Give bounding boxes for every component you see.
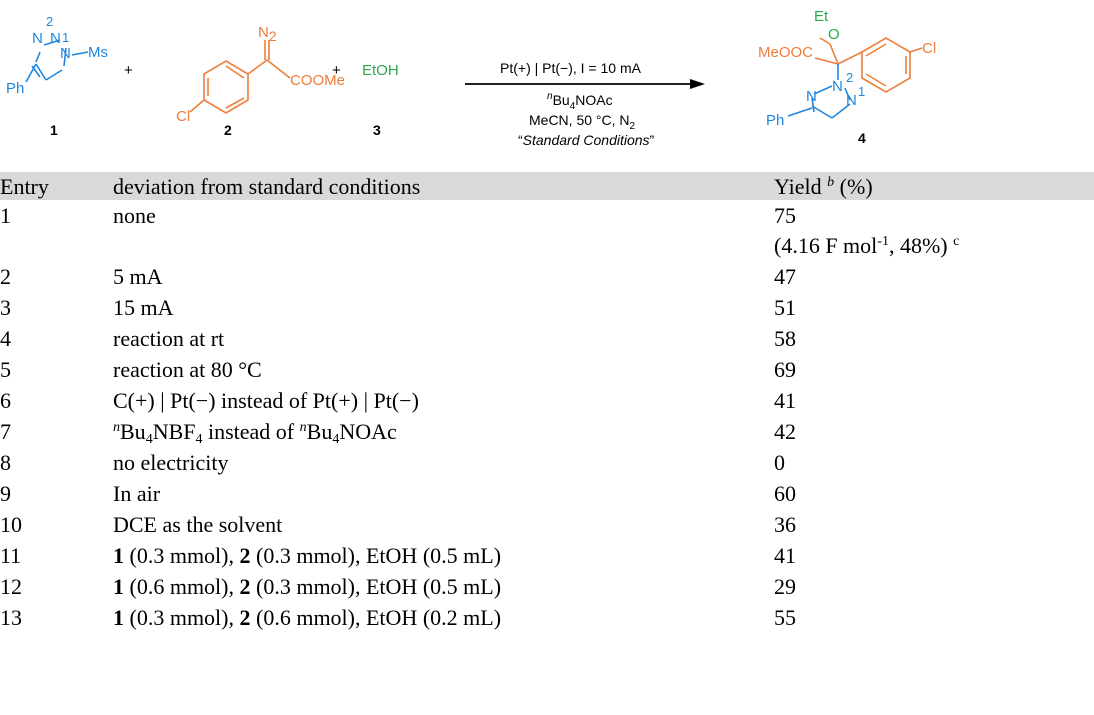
row-yield: 29: [774, 574, 796, 599]
triazole-n1-position: 1: [62, 30, 70, 45]
row-entry: 5: [0, 357, 11, 382]
diazo-n2-label: N2: [258, 24, 277, 44]
conditions-standard-label: “Standard Conditions”: [518, 132, 655, 148]
header-yield: Yield b (%): [774, 174, 873, 199]
row-yield: 58: [774, 326, 796, 351]
header-entry: Entry: [0, 174, 49, 199]
product-chloro: Cl: [922, 40, 937, 57]
row-deviation: 15 mA: [113, 295, 174, 320]
row-entry: 13: [0, 605, 22, 630]
table-row: 4 reaction at rt 58: [0, 326, 1094, 357]
compound-number-4: 4: [858, 130, 866, 146]
reaction-arrow: [465, 79, 705, 89]
table-row: (4.16 F mol-1, 48%) c: [0, 233, 1094, 264]
row-deviation: 5 mA: [113, 264, 163, 289]
table-row: 8 no electricity 0: [0, 450, 1094, 481]
row-yield: 60: [774, 481, 796, 506]
row-deviation: reaction at rt: [113, 326, 225, 351]
row-deviation: no electricity: [113, 450, 229, 475]
row-deviation: none: [113, 203, 156, 228]
table-row: 13 1 (0.3 mmol), 2 (0.6 mmol), EtOH (0.2…: [0, 605, 1094, 636]
product-n2-position: 2: [846, 70, 854, 85]
row-yield: 42: [774, 419, 796, 444]
conditions-electrodes: Pt(+) | Pt(−), I = 10 mA: [500, 60, 641, 76]
plus-sign-2: +: [332, 62, 341, 79]
row-entry: 11: [0, 543, 22, 568]
scheme-bonds: [25, 37, 923, 119]
row-deviation: nBu4NBF4 instead of nBu4NOAc: [113, 419, 397, 447]
product-ethyl: Et: [814, 8, 829, 25]
triazole-phenyl: Ph: [6, 80, 25, 97]
row-deviation: C(+) | Pt(−) instead of Pt(+) | Pt(−): [113, 388, 419, 413]
reaction-scheme: 2 N 1 N N Ms Ph + + N2 COOMe Cl EtOH 1 2…: [0, 0, 1094, 172]
ethanol-label: EtOH: [362, 62, 399, 79]
table-row: 6 C(+) | Pt(−) instead of Pt(+) | Pt(−) …: [0, 388, 1094, 419]
row-deviation: reaction at 80 °C: [113, 357, 262, 382]
product-phenyl: Ph: [766, 112, 785, 129]
conditions-solvent-temp: MeCN, 50 °C, N2: [529, 112, 636, 132]
table-row: 1 none 75: [0, 203, 1094, 234]
row-entry: 6: [0, 388, 11, 413]
row-yield: 69: [774, 357, 796, 382]
triazole-n2-position: 2: [46, 14, 54, 29]
triazole-ms-group: Ms: [88, 44, 108, 61]
table-row: 3 15 mA 51: [0, 295, 1094, 326]
compound-number-3: 3: [373, 122, 381, 138]
product-ester: MeOOC: [758, 44, 814, 61]
triazole-n-right: N: [60, 45, 71, 62]
product-n-right: N: [846, 92, 857, 109]
row-yield: 41: [774, 543, 796, 568]
conditions-electrolyte: nBu4NOAc: [547, 91, 613, 112]
diazo-ester: COOMe: [290, 72, 346, 89]
row-deviation: DCE as the solvent: [113, 512, 283, 537]
product-4-triazole: [787, 64, 851, 119]
product-n-mid: N: [832, 78, 843, 95]
row-yield: 0: [774, 450, 785, 475]
triazole-n-top: N: [50, 30, 61, 47]
row-entry: 12: [0, 574, 22, 599]
compound-number-1: 1: [50, 122, 58, 138]
header-deviation: deviation from standard conditions: [113, 174, 421, 199]
row-yield: 55: [774, 605, 796, 630]
row-entry: 10: [0, 512, 22, 537]
row-entry: 8: [0, 450, 11, 475]
row-yield: 41: [774, 388, 796, 413]
row-deviation: 1 (0.6 mmol), 2 (0.3 mmol), EtOH (0.5 mL…: [113, 574, 502, 599]
table-row: 7 nBu4NBF4 instead of nBu4NOAc 42: [0, 419, 1094, 450]
diazo-2-structure: [189, 40, 291, 114]
product-n1-position: 1: [858, 84, 866, 99]
triazole-1-structure: [25, 39, 89, 83]
product-n-left: N: [806, 88, 817, 105]
row-yield: 75: [774, 203, 796, 228]
table-row: 5 reaction at 80 °C 69: [0, 357, 1094, 388]
row-yield: 47: [774, 264, 796, 289]
diazo-chloro: Cl: [176, 108, 191, 125]
row-deviation: 1 (0.3 mmol), 2 (0.3 mmol), EtOH (0.5 mL…: [113, 543, 502, 568]
table-row: 2 5 mA 47: [0, 264, 1094, 295]
row-entry: 2: [0, 264, 11, 289]
row-entry: 9: [0, 481, 11, 506]
row-deviation: 1 (0.3 mmol), 2 (0.6 mmol), EtOH (0.2 mL…: [113, 605, 502, 630]
row-entry: 4: [0, 326, 11, 351]
product-oxygen: O: [828, 26, 840, 43]
row-entry: 3: [0, 295, 11, 320]
table-row: 12 1 (0.6 mmol), 2 (0.3 mmol), EtOH (0.5…: [0, 574, 1094, 605]
row-yield-faradaic: (4.16 F mol-1, 48%) c: [774, 233, 960, 258]
table-row: 9 In air 60: [0, 481, 1094, 512]
plus-sign-1: +: [124, 62, 133, 79]
table-header-row: Entry deviation from standard conditions…: [0, 172, 1094, 200]
table-row: 11 1 (0.3 mmol), 2 (0.3 mmol), EtOH (0.5…: [0, 543, 1094, 574]
table-row: 10 DCE as the solvent 36: [0, 512, 1094, 543]
row-yield: 36: [774, 512, 796, 537]
row-entry: 7: [0, 419, 11, 444]
row-yield: 51: [774, 295, 796, 320]
triazole-n-left: N: [32, 30, 43, 47]
row-entry: 1: [0, 203, 11, 228]
row-deviation: In air: [113, 481, 161, 506]
compound-number-2: 2: [224, 122, 232, 138]
product-4-ester-ring: [814, 37, 923, 93]
